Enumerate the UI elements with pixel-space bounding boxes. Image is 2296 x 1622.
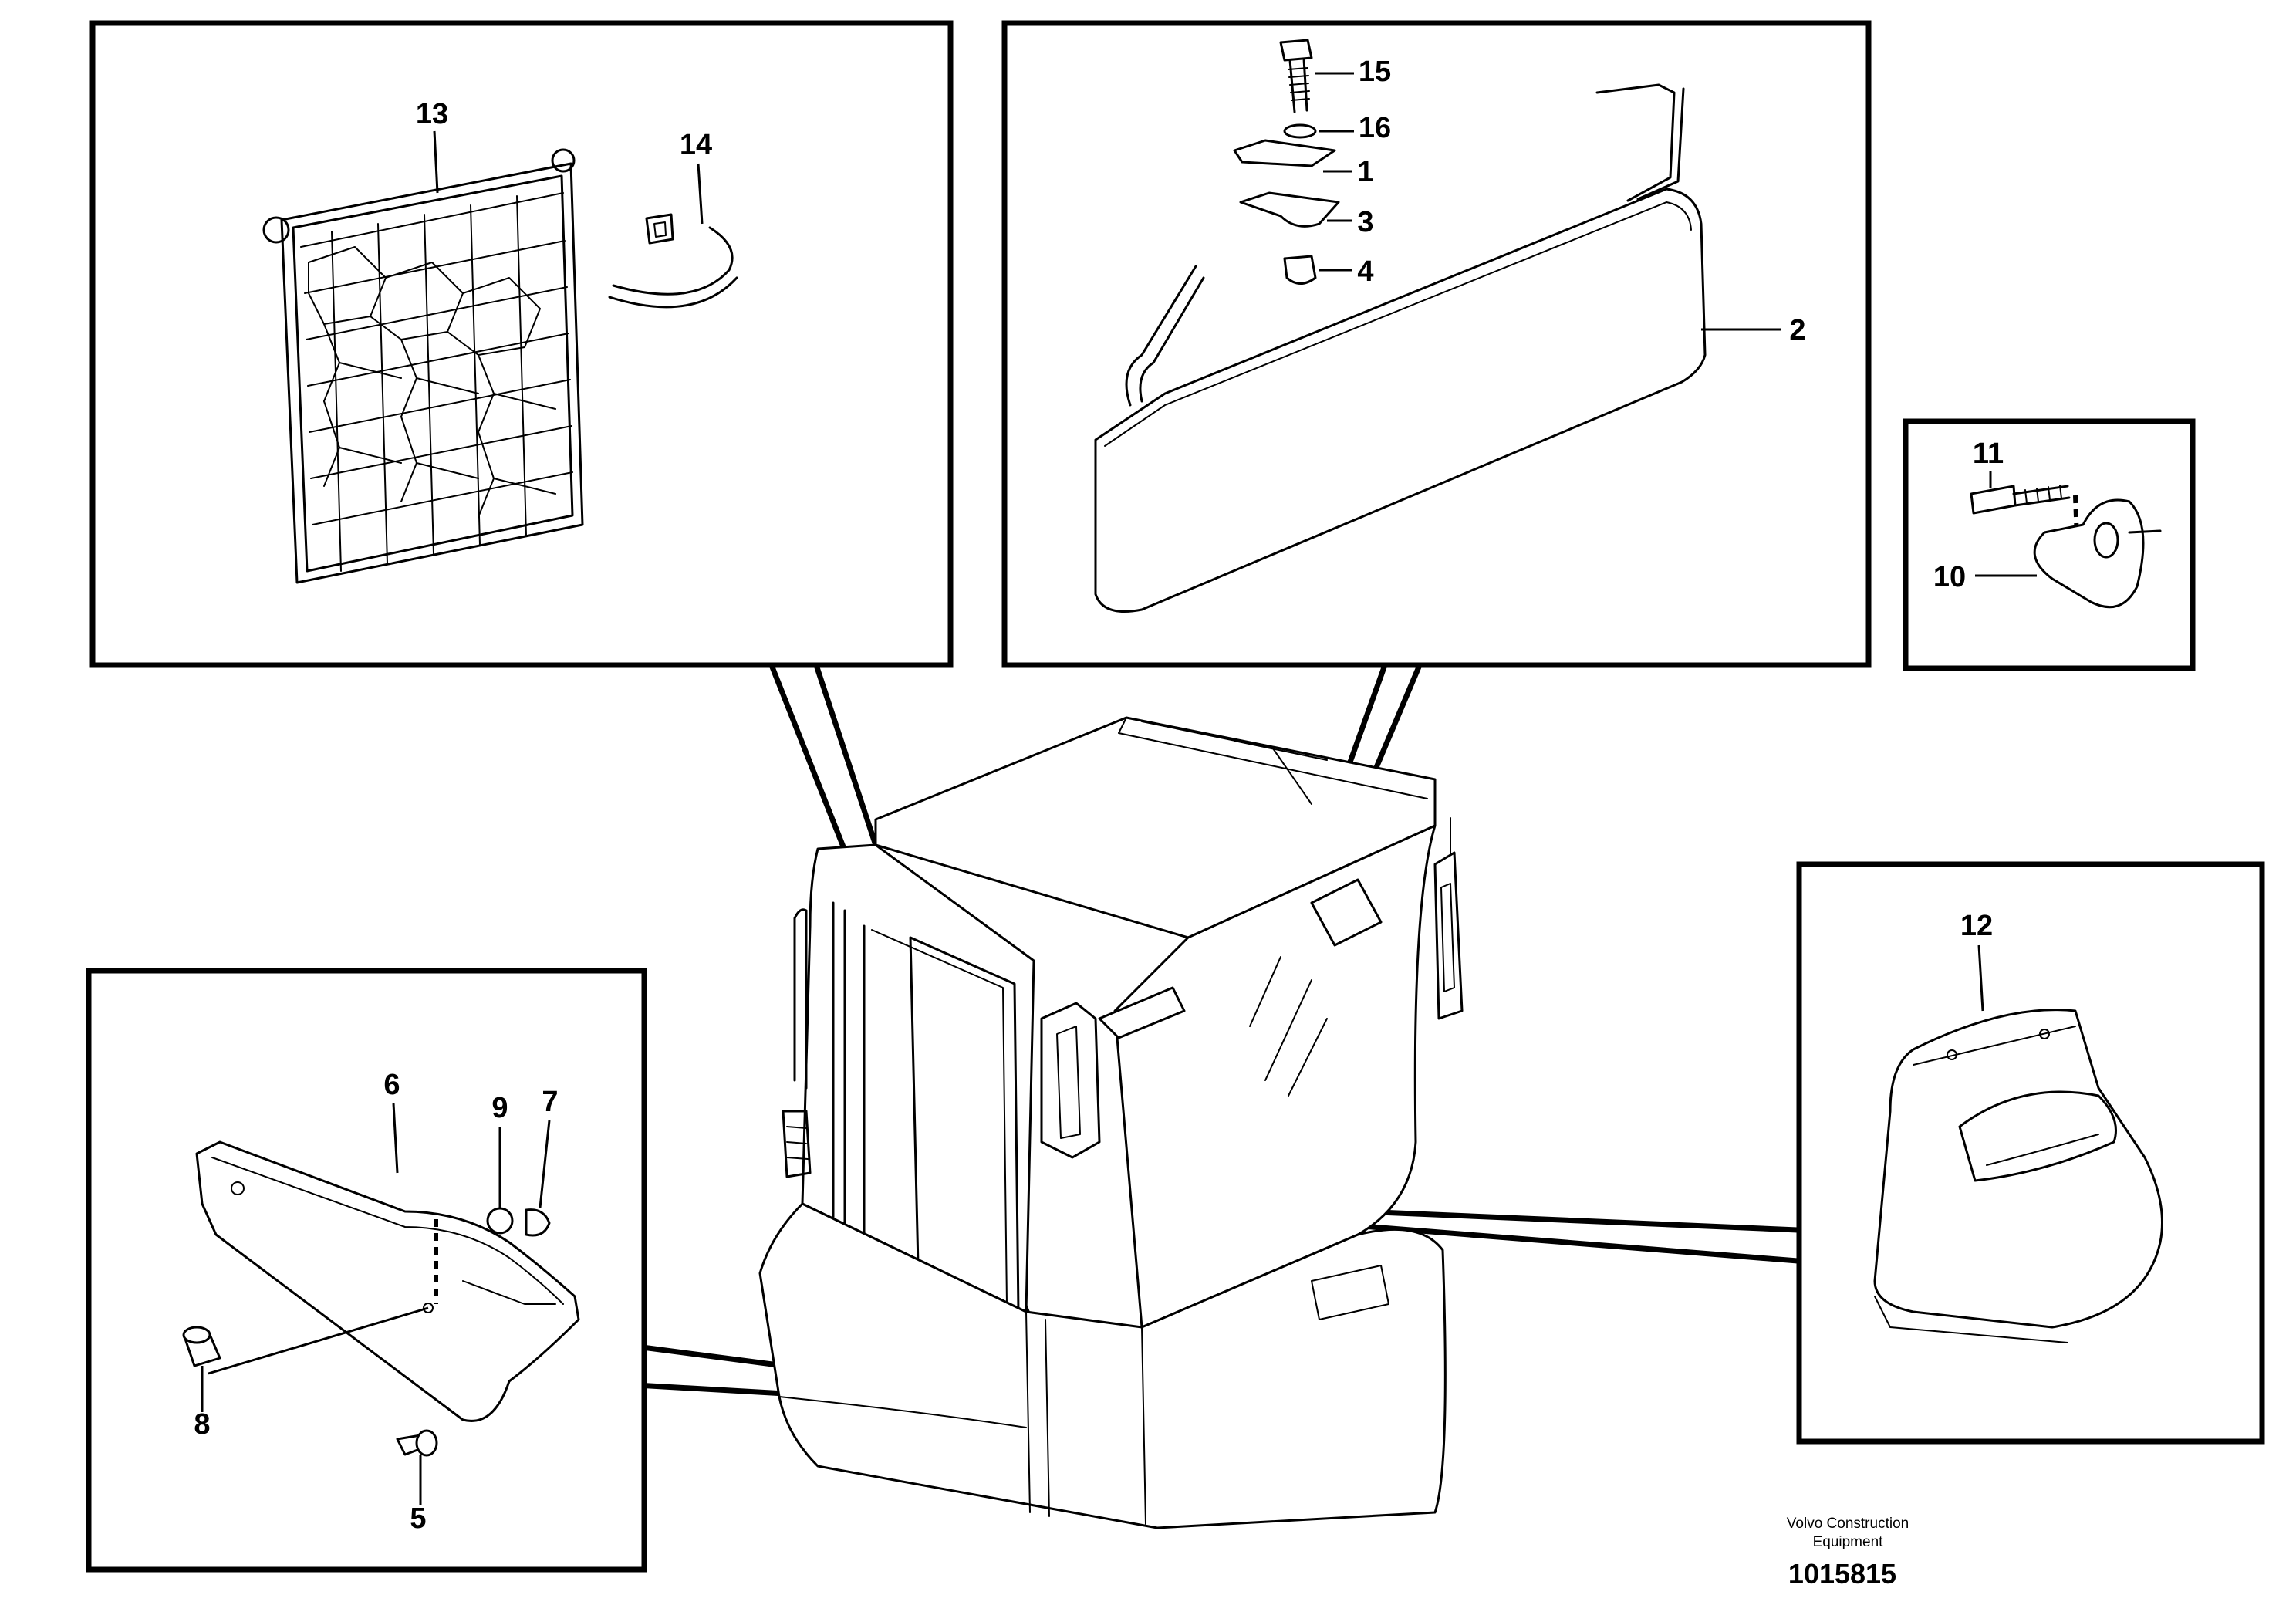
label-6: 6 — [383, 1069, 400, 1101]
storage-tray — [195, 1140, 580, 1422]
label-8: 8 — [194, 1408, 210, 1441]
cable-tie-strap — [608, 213, 738, 309]
credit-line-2: Equipment — [1813, 1534, 1884, 1550]
panel-sun-visor: 15 16 1 3 4 2 — [1001, 20, 1872, 668]
label-16: 16 — [1359, 112, 1391, 144]
sun-visor — [1094, 83, 1707, 613]
coat-hook — [1970, 485, 2162, 609]
label-10: 10 — [1933, 561, 1966, 593]
storage-net — [262, 148, 584, 584]
manufacturer-credit: Volvo Construction Equipment — [1787, 1516, 1909, 1550]
document-number: 1015815 — [1788, 1558, 1896, 1590]
panel-storage-net: 13 14 — [89, 20, 954, 668]
label-14: 14 — [680, 129, 712, 161]
label-15: 15 — [1359, 56, 1391, 88]
label-1: 1 — [1357, 156, 1373, 188]
visor-mounting-hardware — [1233, 39, 1340, 285]
label-12: 12 — [1960, 910, 1993, 942]
label-3: 3 — [1357, 206, 1373, 238]
cab-illustration — [758, 716, 1464, 1529]
storage-box — [1873, 1009, 2163, 1343]
label-9: 9 — [491, 1092, 508, 1124]
panel-storage-box: 12 — [1796, 861, 2265, 1445]
label-2: 2 — [1789, 314, 1805, 346]
label-4: 4 — [1357, 255, 1373, 288]
label-5: 5 — [410, 1502, 426, 1535]
label-7: 7 — [542, 1086, 558, 1118]
credit-line-1: Volvo Construction — [1787, 1516, 1909, 1532]
panel-storage-tray: 6 9 7 8 5 — [86, 968, 647, 1573]
panel-coat-hook: 11 10 — [1903, 418, 2196, 671]
label-13: 13 — [416, 98, 448, 130]
tray-hardware — [182, 1207, 551, 1457]
label-11: 11 — [1973, 438, 2004, 470]
